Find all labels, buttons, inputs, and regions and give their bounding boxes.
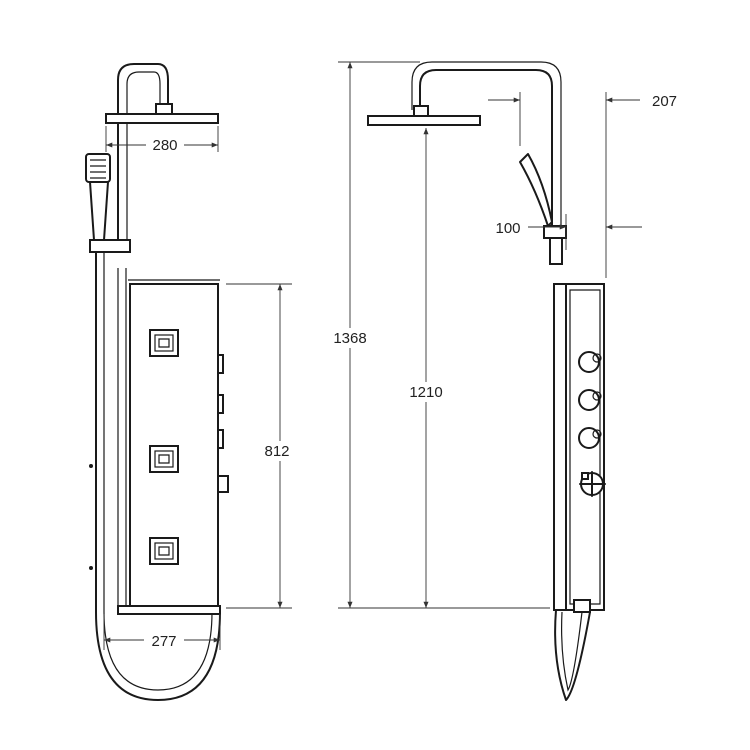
front-shower-head-connector	[155, 103, 173, 115]
side-view: 1368 1210 207 100	[328, 61, 677, 701]
side-riser-pipe	[419, 69, 553, 251]
dim-label-head-width: 280	[152, 137, 177, 154]
side-hand-shower-holder	[543, 225, 567, 239]
front-dim-panel-height: 812	[226, 283, 298, 609]
front-hand-shower	[85, 153, 131, 253]
front-view: 280 812 277	[85, 63, 298, 701]
front-shower-hose	[95, 251, 221, 701]
dim-label-total-height: 1368	[333, 330, 366, 347]
front-dim-head-width: 280	[105, 126, 219, 154]
front-body-jet	[149, 537, 179, 565]
dim-label-arm-reach: 207	[652, 93, 677, 110]
side-hand-shower	[519, 153, 553, 227]
side-shower-hose	[554, 609, 591, 701]
side-control-knob	[578, 389, 602, 411]
front-body-jet	[149, 445, 179, 473]
side-dim-handset-offset: 100	[492, 214, 642, 250]
side-shower-head	[367, 115, 481, 126]
front-body-jet	[149, 329, 179, 357]
front-hand-shower-handle	[89, 181, 109, 241]
side-control-knob	[578, 427, 602, 449]
front-shower-head	[105, 113, 219, 124]
front-shower-hose-inner	[103, 252, 213, 691]
dim-label-handset-offset: 100	[495, 220, 520, 237]
dim-label-head-height: 1210	[409, 384, 442, 401]
side-riser-pipe-inner	[411, 61, 562, 250]
side-panel-body	[553, 283, 567, 611]
side-thermostat-knob	[579, 471, 606, 497]
side-dim-head-height: 1210	[404, 128, 448, 608]
side-dim-total-height: 1368	[328, 61, 550, 609]
front-dim-panel-width: 277	[103, 614, 221, 650]
front-riser-pipe	[117, 63, 169, 249]
dim-label-panel-width: 277	[151, 633, 176, 650]
side-control-knob	[578, 351, 602, 373]
front-diverter-knob	[217, 475, 229, 493]
dim-label-panel-height: 812	[264, 443, 289, 460]
front-hand-shower-holder	[89, 239, 131, 253]
front-hand-shower-face	[85, 153, 111, 183]
side-dim-arm-reach: 207	[488, 92, 677, 278]
front-riser-pipe-inner	[126, 71, 161, 248]
